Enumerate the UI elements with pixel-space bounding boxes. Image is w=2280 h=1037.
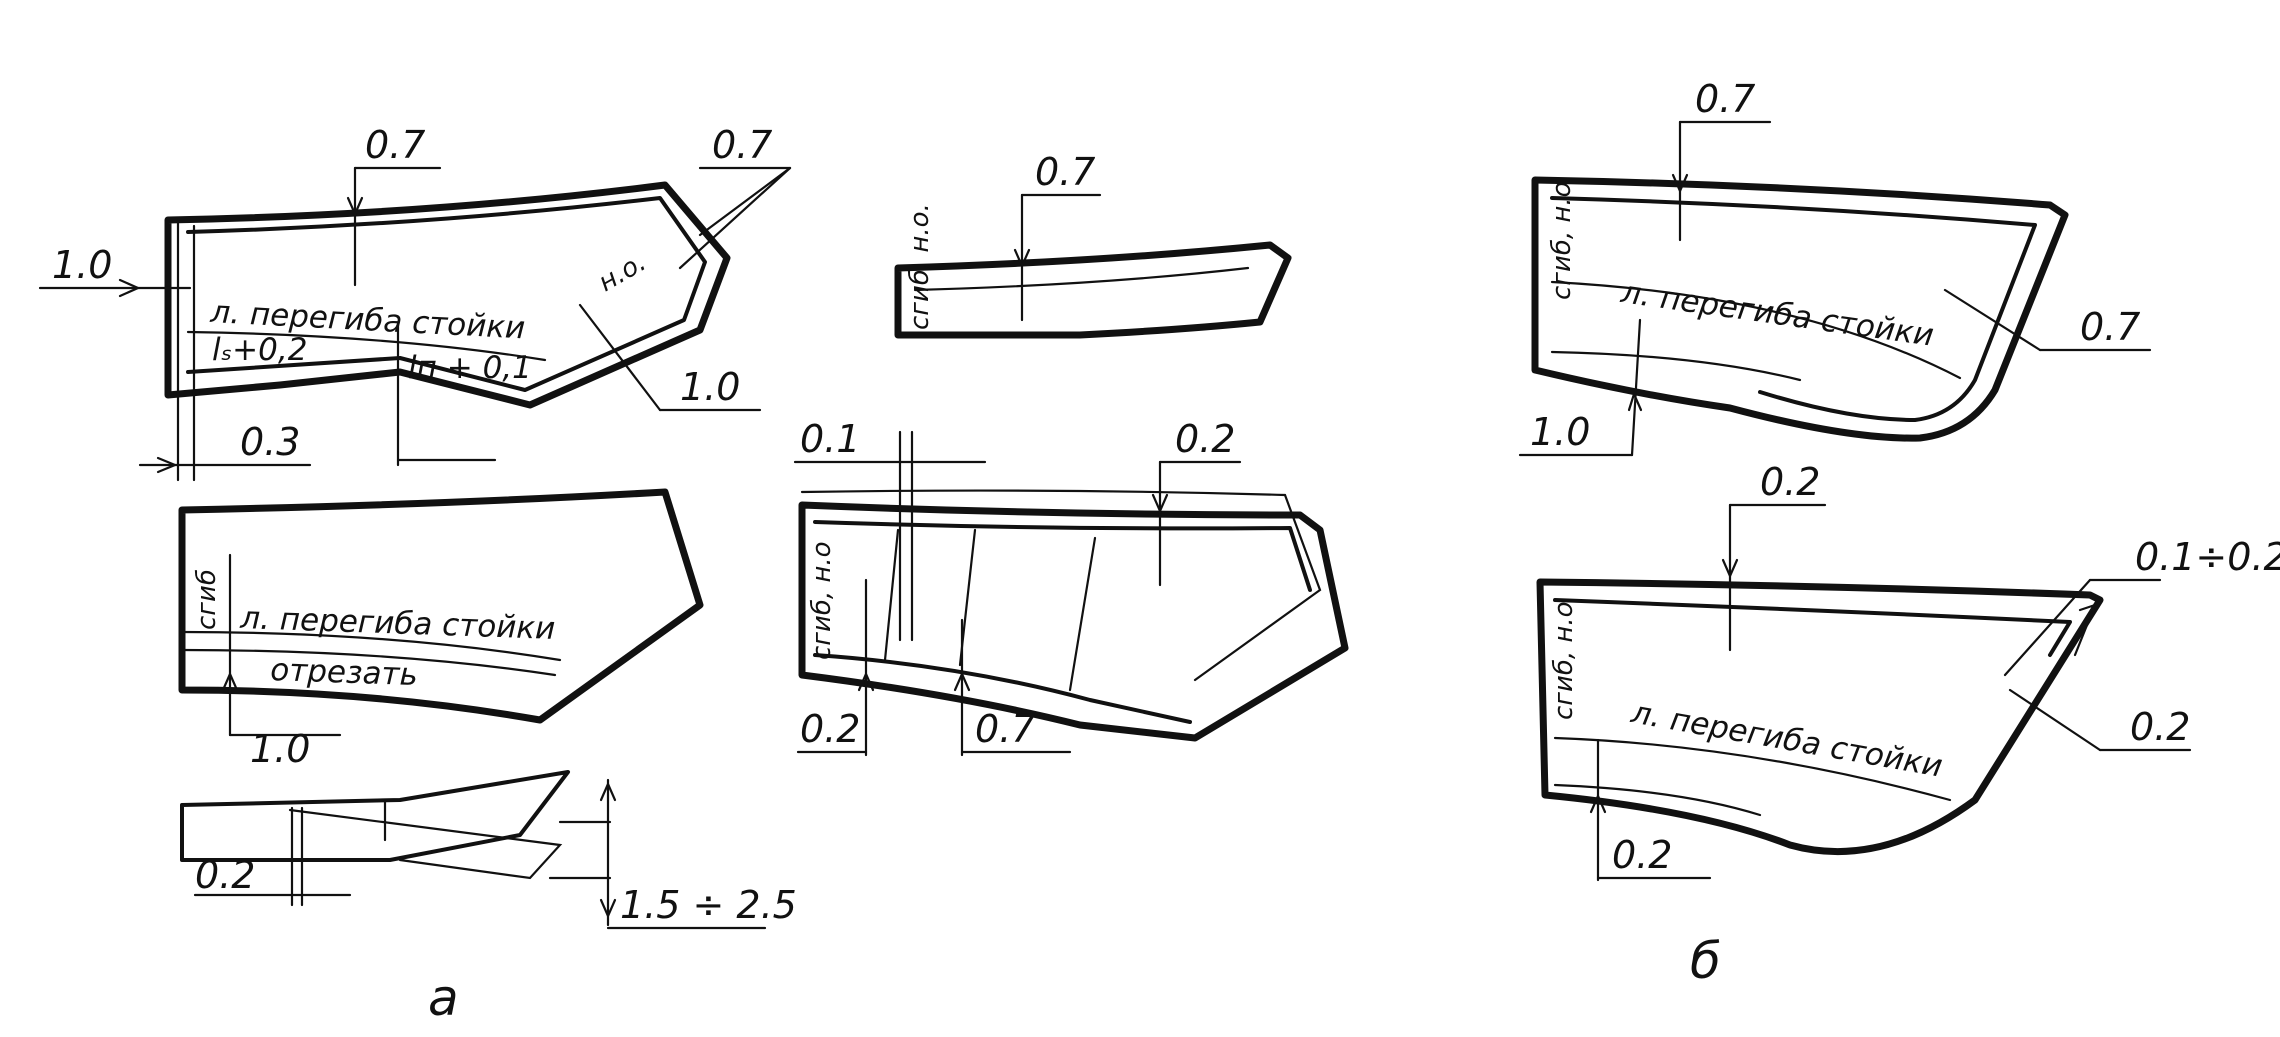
center-large-label-side: сгиб, н.о bbox=[807, 541, 837, 660]
a-top-dim-left: 1.0 bbox=[52, 243, 112, 287]
b-bottom-fold-line bbox=[1553, 736, 1952, 802]
a-middle-piece-outline bbox=[178, 488, 704, 724]
center-small-inner-line bbox=[913, 266, 1250, 292]
center-large-dim-top-left: 0.1 bbox=[800, 417, 860, 461]
a-top-dim-right: 1.0 bbox=[680, 365, 740, 409]
center-large-inner-top bbox=[813, 520, 1312, 592]
center-large-dim-tr-arrowhead bbox=[1151, 493, 1169, 514]
center-small-outline bbox=[894, 241, 1292, 339]
b-bottom-label-fold: л. перегиба стойки bbox=[1628, 694, 1946, 784]
center-large-dim-bl-arrowhead bbox=[857, 671, 875, 692]
a-top-dim-corner-arrow1 bbox=[698, 166, 792, 237]
center-small-piece: 0.7 сгиб, н.о. bbox=[894, 150, 1292, 339]
a-middle-piece: сгиб л. перегиба стойки отрезать 1.0 bbox=[178, 488, 704, 771]
center-large-piece: 0.1 0.2 0.2 0.7 сгиб, н.о bbox=[793, 417, 1349, 757]
b-top-piece: 0.7 0.7 1.0 сгиб, н.о л. перегиба стойки bbox=[1518, 77, 2152, 457]
a-top-dim-corner: 0.7 bbox=[712, 123, 772, 167]
a-bottom-piece: 0.2 1.5 ÷ 2.5 bbox=[180, 770, 797, 930]
b-top-dim-right-arrow bbox=[1943, 288, 2042, 352]
b-bottom-piece: 0.2 0.1÷0.2 0.2 0.2 сгиб, н.о л. перегиб… bbox=[1536, 460, 2280, 882]
a-top-dim-left-arrowhead bbox=[118, 278, 141, 298]
center-large-overlay-top bbox=[800, 489, 1287, 497]
a-top-dim-bottom-left: 0.3 bbox=[240, 420, 300, 464]
a-middle-dim-arrowhead bbox=[221, 671, 239, 692]
b-bottom-dim-top: 0.2 bbox=[1760, 460, 1820, 504]
a-top-label-no: н.о. bbox=[594, 247, 652, 298]
a-top-dim-bl-arrowhead bbox=[156, 456, 178, 474]
b-bottom-dim-right: 0.2 bbox=[2130, 705, 2190, 749]
b-top-label-side: сгиб, н.о bbox=[1547, 181, 1577, 300]
center-small-dim-top: 0.7 bbox=[1035, 150, 1095, 194]
b-top-dim-bottom-arrowhead bbox=[1627, 390, 1643, 412]
a-top-label-ln: lп + 0,1 bbox=[408, 350, 532, 386]
a-middle-label-fold: л. перегиба стойки bbox=[239, 600, 556, 647]
b-top-inner-line bbox=[1550, 196, 2037, 422]
a-middle-dim-bottom: 1.0 bbox=[250, 727, 310, 771]
center-large-dim-bottom-right: 0.7 bbox=[975, 707, 1035, 751]
b-top-dim-bottom: 1.0 bbox=[1530, 410, 1590, 454]
b-top-dim-top-arrowhead bbox=[1671, 173, 1689, 194]
a-top-piece: 0.7 0.7 1.0 1.0 0.3 л. перегиба стойки l… bbox=[38, 123, 792, 482]
b-bottom-dim-corner-arrow bbox=[2003, 578, 2092, 677]
a-top-piece-outline bbox=[164, 181, 731, 409]
center-large-dim-top-right: 0.2 bbox=[1175, 417, 1235, 461]
b-bottom-piece-outline bbox=[1536, 578, 2104, 856]
subfigure-label-b: б bbox=[1690, 932, 1721, 990]
b-bottom-dim-right-arrow bbox=[2008, 688, 2102, 752]
b-top-dim-right: 0.7 bbox=[2080, 305, 2140, 349]
b-top-dim-bottom-line bbox=[1630, 318, 1642, 457]
a-top-dim-corner-arrow2 bbox=[678, 166, 792, 270]
center-small-label-side: сгиб, н.о. bbox=[905, 203, 935, 330]
center-large-dim-br-arrowhead bbox=[953, 671, 971, 692]
a-middle-fold-line bbox=[180, 630, 562, 662]
b-bottom-label-side: сгиб, н.о bbox=[1549, 601, 1579, 720]
b-top-piece-outline bbox=[1531, 176, 2069, 442]
center-large-dart-3 bbox=[1068, 536, 1097, 692]
b-bottom-inner-line bbox=[1553, 598, 2072, 657]
a-top-label-l: lₛ+0,2 bbox=[212, 332, 307, 368]
b-bottom-edge-line bbox=[1553, 783, 1762, 817]
center-large-inner-bottom bbox=[813, 653, 1192, 724]
center-small-dim-arrowhead bbox=[1013, 248, 1031, 269]
b-top-bottom-line bbox=[1550, 350, 1802, 382]
a-middle-label-side: сгиб bbox=[192, 569, 222, 630]
b-bottom-dim-bottom: 0.2 bbox=[1612, 833, 1672, 877]
b-bottom-dim-bottom-arrowhead bbox=[1589, 793, 1607, 814]
a-top-dim-right-arrow bbox=[578, 303, 662, 412]
a-bottom-dim-right-arrowhead1 bbox=[599, 781, 617, 802]
a-top-piece-fold-line bbox=[186, 330, 547, 362]
a-bottom-dim-right: 1.5 ÷ 2.5 bbox=[620, 883, 797, 927]
a-bottom-dim-right-arrowhead2 bbox=[599, 898, 617, 919]
center-large-dart-1 bbox=[883, 528, 900, 662]
center-large-dim-bottom-left: 0.2 bbox=[800, 707, 860, 751]
a-bottom-dim-left: 0.2 bbox=[195, 853, 255, 897]
b-top-fold-line bbox=[1550, 280, 1962, 380]
a-middle-label-cut: отрезать bbox=[270, 652, 419, 693]
center-large-overlay-right bbox=[1193, 493, 1322, 682]
a-top-dim-top: 0.7 bbox=[365, 123, 425, 167]
b-top-dim-top: 0.7 bbox=[1695, 77, 1755, 121]
center-large-outline bbox=[798, 501, 1349, 742]
a-bottom-piece-outline bbox=[180, 770, 570, 862]
subfigure-label-a: a bbox=[428, 969, 459, 1027]
b-bottom-dim-top-arrowhead bbox=[1721, 558, 1739, 579]
a-bottom-piece-overlap bbox=[288, 808, 563, 880]
b-top-label-fold: л. перегиба стойки bbox=[1618, 274, 1936, 354]
b-bottom-corner-step bbox=[2073, 603, 2097, 657]
a-middle-cut-line bbox=[180, 648, 557, 677]
a-top-dim-top-arrowhead bbox=[346, 196, 364, 217]
b-bottom-dim-corner: 0.1÷0.2 bbox=[2135, 535, 2280, 579]
a-top-piece-inner-line bbox=[186, 196, 707, 392]
